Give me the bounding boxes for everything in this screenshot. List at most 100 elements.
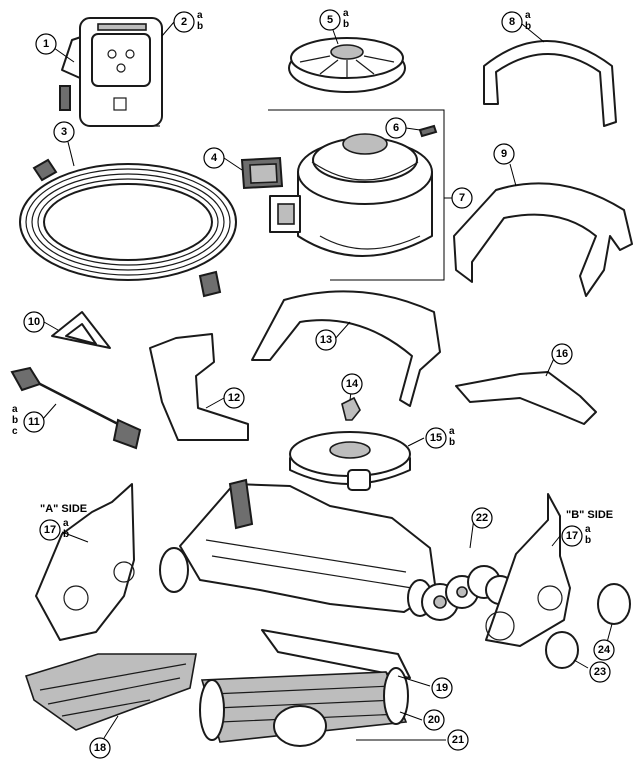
valve-drawing <box>341 396 361 421</box>
svg-text:16: 16 <box>556 348 568 360</box>
debris-screen-ribs <box>39 663 187 717</box>
a-side-hub <box>63 585 89 611</box>
side-cover-drawing <box>455 371 597 425</box>
callout-18: 18 <box>89 737 111 759</box>
callout-2-sub-b: b <box>197 21 203 32</box>
handle-large-drawing <box>453 182 633 297</box>
callout-11: 11 <box>23 411 45 433</box>
filter-lid-drawing <box>288 37 406 93</box>
svg-text:11: 11 <box>28 416 40 428</box>
callout-8-sub-a: a <box>525 10 531 21</box>
svg-text:17: 17 <box>44 524 56 536</box>
callout-2: 2 <box>173 11 195 33</box>
callout-3: 3 <box>53 121 75 143</box>
side-bracket-drawing <box>149 333 249 441</box>
canister-bracket-line <box>268 109 445 281</box>
leader-10 <box>43 321 59 331</box>
svg-text:4: 4 <box>211 152 218 164</box>
leader-2 <box>161 21 175 37</box>
svg-text:1: 1 <box>43 38 49 50</box>
callout-16: 16 <box>551 343 573 365</box>
b-side-panel-drawing <box>485 493 571 647</box>
callout-5-sub-a: a <box>343 8 349 19</box>
svg-text:3: 3 <box>61 126 67 138</box>
svg-text:10: 10 <box>28 316 40 328</box>
callout-5-sub-b: b <box>343 19 349 30</box>
callout-6: 6 <box>385 117 407 139</box>
svg-text:14: 14 <box>346 378 359 390</box>
svg-text:13: 13 <box>320 334 332 346</box>
callout-19: 19 <box>431 677 453 699</box>
svg-text:24: 24 <box>598 644 611 656</box>
leader-13 <box>333 321 351 341</box>
leader-9 <box>509 163 517 187</box>
leader-18 <box>103 715 119 739</box>
svg-text:12: 12 <box>228 392 240 404</box>
callout-17-b-side: 17 <box>561 525 583 547</box>
bumper-handle-drawing <box>251 290 441 407</box>
leader-17b <box>551 535 561 547</box>
leader-11 <box>41 403 57 421</box>
leader-23 <box>573 659 589 669</box>
callout-17-a-side-sub-b: b <box>63 529 69 540</box>
a-side-panel-drawing <box>35 483 135 641</box>
clip-drawing <box>418 124 438 138</box>
leader-12 <box>205 397 225 409</box>
callout-11-sub-b: b <box>12 415 18 426</box>
callout-17-a-side-sub-a: a <box>63 518 69 529</box>
handle-small-drawing <box>483 40 617 127</box>
chassis-drawing <box>159 478 437 617</box>
a-side-hub-2 <box>113 561 135 583</box>
callout-14: 14 <box>341 373 363 395</box>
b-side-hub-2 <box>537 585 563 611</box>
filter-drawing <box>240 156 284 190</box>
svg-text:15: 15 <box>430 432 442 444</box>
swivel-cable-drawing <box>10 366 142 450</box>
svg-text:22: 22 <box>476 512 488 524</box>
callout-17-b-side-sub-a: a <box>585 524 591 535</box>
svg-text:19: 19 <box>436 682 448 694</box>
callout-15-sub-a: a <box>449 426 455 437</box>
svg-text:9: 9 <box>501 148 507 160</box>
callout-8-sub-b: b <box>525 21 531 32</box>
callout-8: 8 <box>501 11 523 33</box>
callout-11-sub-a: a <box>12 404 18 415</box>
callout-15-sub-b: b <box>449 437 455 448</box>
svg-text:7: 7 <box>459 192 465 204</box>
callout-24: 24 <box>593 639 615 661</box>
brushes-drawing <box>199 667 409 747</box>
callout-9: 9 <box>493 143 515 165</box>
motor-canister-drawing <box>269 133 433 257</box>
svg-text:5: 5 <box>327 14 333 26</box>
roller-23-drawing <box>545 631 579 669</box>
callout-23: 23 <box>589 661 611 683</box>
a-side-label: "A" SIDE <box>40 503 87 515</box>
b-side-hub <box>485 611 515 641</box>
svg-text:6: 6 <box>393 122 399 134</box>
callout-15: 15 <box>425 427 447 449</box>
leader-3 <box>67 141 75 167</box>
svg-text:8: 8 <box>509 16 515 28</box>
b-side-label: "B" SIDE <box>566 509 613 521</box>
float-drawing <box>51 311 111 349</box>
impeller-housing-drawing <box>289 431 411 491</box>
leader-19 <box>397 675 431 687</box>
leader-15 <box>407 437 425 447</box>
callout-4: 4 <box>203 147 225 169</box>
leader-6 <box>405 127 421 131</box>
cable-coil-drawing <box>19 158 237 298</box>
leader-8 <box>521 23 545 43</box>
callout-22: 22 <box>471 507 493 529</box>
callout-17-b-side-sub-b: b <box>585 535 591 546</box>
leader-4 <box>223 157 243 171</box>
callout-1: 1 <box>35 33 57 55</box>
leader-5 <box>332 29 339 45</box>
leader-1 <box>53 47 75 63</box>
callout-7: 7 <box>451 187 473 209</box>
callout-12: 12 <box>223 387 245 409</box>
callout-17-a-side: 17 <box>39 519 61 541</box>
svg-text:20: 20 <box>428 714 440 726</box>
callout-20: 20 <box>423 709 445 731</box>
svg-text:23: 23 <box>594 666 606 678</box>
